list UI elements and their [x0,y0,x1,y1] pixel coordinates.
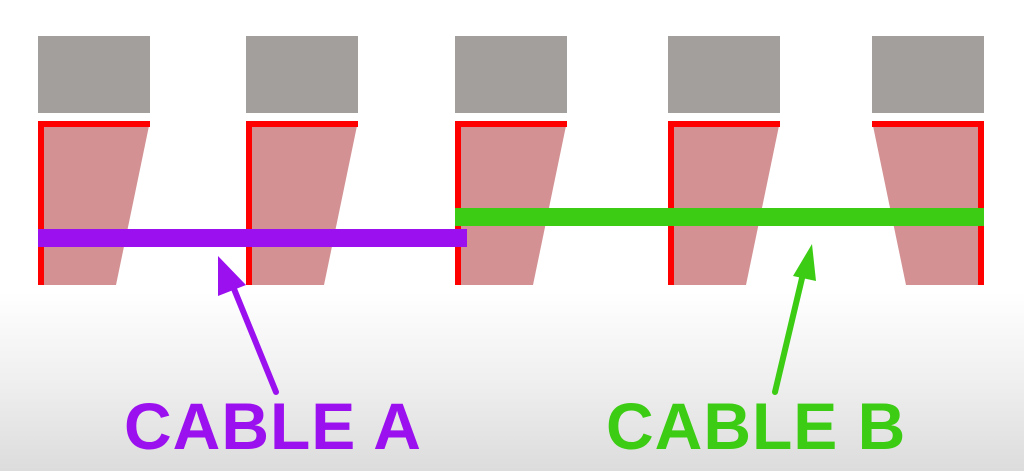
body-3 [455,121,567,285]
cable-a-arrow-shaft [229,281,279,395]
cap-1 [38,36,150,113]
body-2 [246,121,358,285]
cap-2 [246,36,358,113]
outline-5 [872,121,984,285]
cable-b-arrowhead [793,244,816,281]
arrows-group [218,244,816,395]
cap-4 [668,36,780,113]
cable-b-line [455,208,984,226]
pads-group [38,36,984,285]
cable-a-arrowhead [218,256,246,296]
cable-b-label: CABLE B [606,389,907,463]
outline-4 [668,121,780,285]
cable-a-line [38,229,467,247]
cable-a-label: CABLE A [124,389,422,463]
cables-group [38,208,984,247]
cap-3 [455,36,567,113]
body-4 [668,121,780,285]
cable-b-arrow-shaft [772,271,806,395]
cap-5 [872,36,984,113]
body-5 [872,121,984,285]
body-1 [38,121,150,285]
